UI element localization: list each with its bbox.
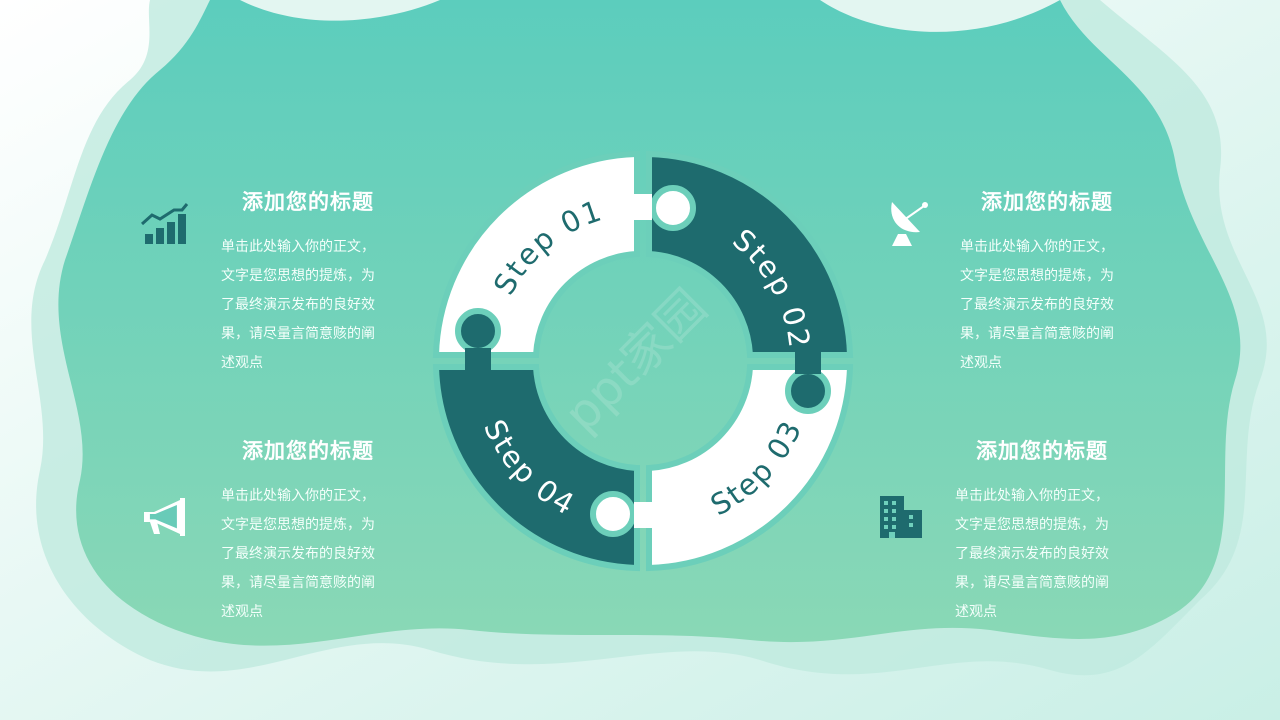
body-line: 单击此处输入你的正文，	[960, 239, 1114, 255]
body-line: 述观点	[960, 355, 1002, 371]
body-line: 了最终演示发布的良好效	[221, 546, 375, 562]
block-title[interactable]: 添加您的标题	[976, 439, 1108, 463]
body-line: 了最终演示发布的良好效	[221, 297, 375, 313]
step-02-piece[interactable]	[646, 150, 854, 358]
puzzle-knob	[590, 491, 636, 537]
block-body[interactable]: 单击此处输入你的正文， 文字是您思想的提炼，为了最终演示发布的良好效果，请尽量言简…	[221, 233, 401, 378]
body-line: 文字是您思想的提炼，为	[221, 517, 375, 533]
step-03-piece[interactable]	[646, 364, 854, 572]
satellite-dish-icon	[891, 202, 928, 246]
puzzle-knob	[455, 308, 501, 354]
body-line: 果，请尽量言简意赅的阐	[221, 326, 375, 342]
body-line: 文字是您思想的提炼，为	[221, 268, 375, 284]
body-line: 文字是您思想的提炼，为	[955, 517, 1109, 533]
puzzle-knob	[650, 185, 696, 231]
body-line: 单击此处输入你的正文，	[221, 488, 375, 504]
puzzle-knob	[785, 368, 831, 414]
step-04-piece[interactable]	[432, 364, 640, 572]
body-line: 果，请尽量言简意赅的阐	[960, 326, 1114, 342]
block-body[interactable]: 单击此处输入你的正文， 文字是您思想的提炼，为了最终演示发布的良好效果，请尽量言简…	[221, 482, 401, 627]
block-title[interactable]: 添加您的标题	[242, 190, 374, 214]
body-line: 果，请尽量言简意赅的阐	[221, 575, 375, 591]
block-title[interactable]: 添加您的标题	[242, 439, 374, 463]
building-icon	[880, 496, 922, 538]
body-line: 果，请尽量言简意赅的阐	[955, 575, 1109, 591]
step-01-piece[interactable]	[432, 150, 640, 358]
block-title[interactable]: 添加您的标题	[981, 190, 1113, 214]
body-line: 单击此处输入你的正文，	[955, 488, 1109, 504]
block-body[interactable]: 单击此处输入你的正文， 文字是您思想的提炼，为了最终演示发布的良好效果，请尽量言简…	[960, 233, 1140, 378]
chart-growth-icon	[140, 203, 189, 244]
body-line: 了最终演示发布的良好效	[960, 297, 1114, 313]
body-line: 述观点	[221, 355, 263, 371]
body-line: 单击此处输入你的正文，	[221, 239, 375, 255]
body-line: 文字是您思想的提炼，为	[960, 268, 1114, 284]
body-line: 述观点	[221, 604, 263, 620]
megaphone-icon	[144, 498, 185, 536]
watermark: ppt家园	[554, 279, 718, 443]
block-body[interactable]: 单击此处输入你的正文， 文字是您思想的提炼，为了最终演示发布的良好效果，请尽量言简…	[955, 482, 1135, 627]
body-line: 述观点	[955, 604, 997, 620]
body-line: 了最终演示发布的良好效	[955, 546, 1109, 562]
